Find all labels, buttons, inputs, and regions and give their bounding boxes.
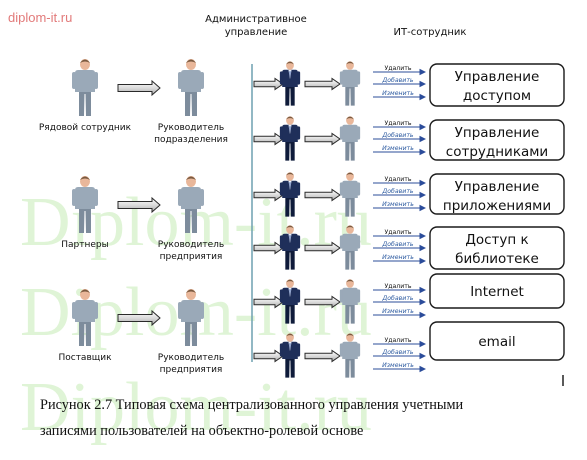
action-label: Удалить [384, 65, 411, 72]
person-icon [178, 176, 204, 233]
system-box [429, 173, 565, 215]
system-label: Управление [455, 179, 540, 195]
system-box [429, 321, 565, 361]
flow-arrow [117, 79, 161, 97]
admin-header-line1: Административное [205, 14, 307, 25]
action-label: Удалить [384, 229, 411, 236]
person-icon [72, 59, 98, 116]
watermark-site-label: diplom-it.ru [8, 10, 72, 25]
flow-arrow [304, 295, 341, 309]
action-label: Удалить [384, 120, 411, 127]
target-role-label: предприятия [160, 252, 223, 262]
system-label: Управление [455, 125, 540, 141]
target-role-label: Руководитель [158, 240, 224, 250]
caption-line-1: Рисунок 2.7 Типовая схема централизованн… [40, 397, 464, 413]
person-icon [339, 116, 361, 161]
system-label: Доступ к [465, 232, 528, 248]
action-label: Изменить [382, 308, 414, 315]
system-box [429, 226, 565, 270]
caption-line-2: записями пользователей на объектно-ролев… [40, 423, 364, 439]
person-icon [72, 176, 98, 233]
it-header: ИТ-сотрудник [394, 27, 467, 38]
person-icon [279, 333, 301, 378]
target-role-label: предприятия [160, 365, 223, 375]
flow-arrow [253, 295, 284, 309]
action-label: Удалить [384, 176, 411, 183]
flow-arrow [304, 241, 341, 255]
admin-header-line2: управление [225, 27, 288, 38]
action-label: Добавить [381, 240, 413, 248]
system-label: приложениями [443, 198, 551, 214]
flow-arrow [253, 77, 284, 91]
flow-arrow [253, 188, 284, 202]
flow-arrow [117, 309, 161, 327]
flow-arrow [304, 132, 341, 146]
right-column: УдалитьДобавитьИзменитьУправлениедоступо… [253, 61, 565, 378]
source-role-label: Рядовой сотрудник [39, 123, 132, 133]
flow-arrow [253, 241, 284, 255]
person-icon [72, 289, 98, 346]
system-label: Управление [455, 69, 540, 85]
person-icon [279, 279, 301, 324]
person-icon [178, 59, 204, 116]
flow-arrow [117, 196, 161, 214]
person-icon [339, 333, 361, 378]
action-label: Изменить [382, 145, 414, 152]
source-role-label: Партнеры [61, 240, 108, 250]
target-role-label: подразделения [154, 135, 228, 145]
action-label: Изменить [382, 254, 414, 261]
system-label: доступом [463, 88, 531, 104]
action-label: Удалить [384, 283, 411, 290]
action-label: Добавить [381, 187, 413, 195]
system-label: библиотеке [455, 251, 539, 267]
person-icon [279, 61, 301, 106]
person-icon [279, 172, 301, 217]
person-icon [178, 289, 204, 346]
action-label: Изменить [382, 201, 414, 208]
left-row: Поставщик Руководитель предприятия [58, 289, 224, 375]
action-label: Изменить [382, 90, 414, 97]
flow-arrow [304, 188, 341, 202]
system-box [429, 63, 565, 107]
left-row: Рядовой сотрудник Руководитель подразделен… [39, 59, 228, 145]
target-role-label: Руководитель [158, 353, 224, 363]
action-label: Удалить [384, 337, 411, 344]
system-box [429, 273, 565, 309]
person-icon [279, 225, 301, 270]
figure-caption: Рисунок 2.7 Типовая схема централизованн… [40, 392, 570, 444]
flow-arrow [253, 132, 284, 146]
person-icon [339, 279, 361, 324]
target-role-label: Руководитель [158, 123, 224, 133]
action-label: Добавить [381, 348, 413, 356]
flow-arrow [253, 349, 284, 363]
action-label: Добавить [381, 131, 413, 139]
flow-arrow [304, 349, 341, 363]
left-row: Партнеры Руководитель предприятия [61, 176, 224, 262]
action-label: Изменить [382, 362, 414, 369]
person-icon [279, 116, 301, 161]
system-label: Internet [470, 284, 524, 300]
system-label: email [478, 334, 515, 350]
person-icon [339, 61, 361, 106]
person-icon [339, 172, 361, 217]
action-label: Добавить [381, 76, 413, 84]
flow-arrow [304, 77, 341, 91]
watermark-text: Diplom-it.ru [20, 369, 372, 446]
action-label: Добавить [381, 294, 413, 302]
system-box [429, 119, 565, 161]
source-role-label: Поставщик [58, 353, 112, 363]
system-label: сотрудниками [446, 144, 548, 160]
person-icon [339, 225, 361, 270]
